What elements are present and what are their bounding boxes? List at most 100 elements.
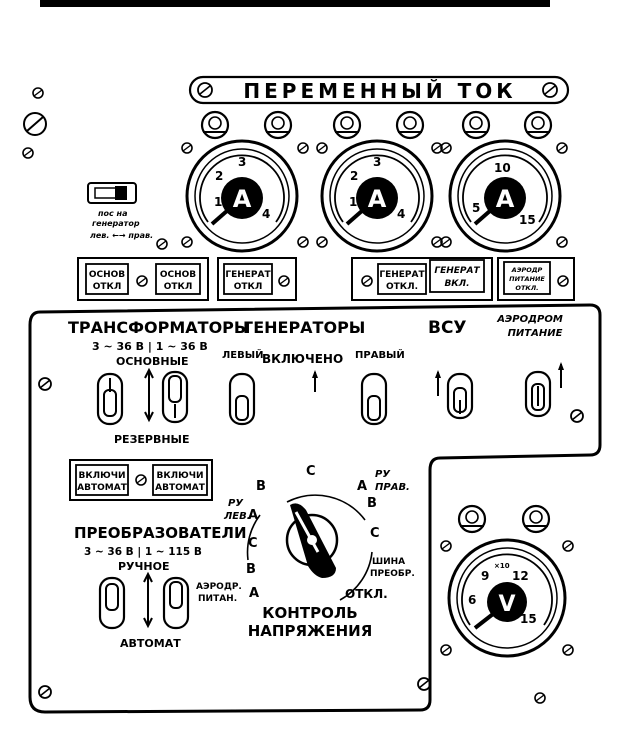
transformer-toggle-right[interactable] [161, 370, 189, 424]
meter-tick: 4 [262, 207, 270, 221]
meter-tick: 2 [350, 169, 358, 183]
meter-screws [181, 142, 568, 248]
meter-letter: A [233, 185, 252, 213]
airfield-power-off-button[interactable]: АЭРОДР ПИТАНИЕ ОТКЛ. [503, 261, 551, 295]
generator-left-label: ЛЕВЫЙ [222, 348, 264, 361]
airfield-power-toggle[interactable] [524, 370, 552, 418]
button-label: АВТОМАТ [77, 483, 128, 493]
generator-arrow [312, 370, 318, 392]
generator-right-toggle[interactable] [360, 372, 388, 426]
panel-screws [38, 377, 584, 699]
voltmeter-gauge: V 6 9 12 15 ×10 [447, 538, 567, 658]
transformers-main-label: ОСНОВНЫЕ [116, 355, 188, 368]
auto-on-button[interactable]: ВКЛЮЧИ АВТОМАТ [75, 464, 129, 496]
button-strip: ОСНОВ ОТКЛ ОСНОВ ОТКЛ ГЕНЕРАТ ОТКЛ ГЕНЕР… [77, 257, 575, 301]
lamp [457, 504, 487, 534]
apu-toggle[interactable] [446, 372, 474, 420]
generator-off-button[interactable]: ГЕНЕРАТ ОТКЛ. [377, 263, 427, 295]
selector-title: НАПРЯЖЕНИЯ [248, 622, 373, 640]
ammeter-gauge: A 1 2 3 4 [185, 139, 299, 253]
meter-tick: 1 [349, 195, 357, 209]
airfield-title: АЭРОДРОМ [496, 314, 563, 325]
meter-tick: 12 [512, 569, 529, 583]
generators-on-label: ВКЛЮЧЕНО [262, 352, 343, 366]
selector-position: А [249, 586, 259, 601]
ammeter-gauge: A 5 10 15 [448, 139, 562, 253]
meter-tick: 1 [214, 195, 222, 209]
transformer-toggle-left[interactable] [96, 372, 124, 426]
selector-caption: ПИТАН. [198, 594, 237, 604]
generator-off-button[interactable]: ГЕНЕРАТ ОТКЛ [223, 263, 273, 295]
meter-tick: 3 [373, 155, 381, 169]
auto-button-strip: ВКЛЮЧИ АВТОМАТ ВКЛЮЧИ АВТОМАТ [69, 459, 213, 501]
converter-arrow [143, 571, 153, 629]
meter-letter: A [496, 185, 515, 213]
lamp [332, 110, 362, 140]
selector-caption: ШИНА [372, 557, 405, 567]
button-label: ОСНОВ [160, 270, 196, 280]
airfield-title: ПИТАНИЕ [508, 328, 563, 339]
lamp [263, 110, 293, 140]
button-label: ВКЛЮЧИ [78, 471, 125, 481]
switch-caption: пос на [98, 209, 127, 218]
button-label: ОТКЛ. [515, 284, 538, 292]
converters-manual-label: РУЧНОЕ [118, 560, 170, 573]
converter-toggle-left[interactable] [98, 576, 126, 630]
voltage-selector[interactable] [246, 494, 373, 601]
auto-on-button[interactable]: ВКЛЮЧИ АВТОМАТ [152, 464, 208, 496]
button-label: АЭРОДР [511, 266, 543, 274]
generator-left-toggle[interactable] [228, 372, 256, 426]
top-black-bar [40, 0, 550, 7]
transformers-title: ТРАНСФОРМАТОРЫ [68, 318, 250, 337]
main-off-button[interactable]: ОСНОВ ОТКЛ [155, 263, 201, 295]
selector-position: С [306, 464, 316, 479]
button-label: ГЕНЕРАТ [225, 270, 271, 280]
lamp [521, 504, 551, 534]
converter-toggle-right[interactable] [162, 576, 190, 630]
voltmeter-lamps [440, 504, 574, 704]
apu-title: ВСУ [428, 318, 467, 338]
generator-select-switch[interactable]: пос на генератор лев. ←→ прав. [87, 182, 168, 250]
selector-position: С [370, 526, 380, 541]
selector-position: В [256, 479, 266, 494]
button-label: ОТКЛ [164, 282, 193, 292]
generators-title: ГЕНЕРАТОРЫ [243, 318, 365, 337]
panel-title: ПЕРЕМЕННЫЙ ТОК [243, 79, 516, 103]
generator-on-button[interactable]: ГЕНЕРАТ ВКЛ. [429, 259, 485, 293]
button-label: ОТКЛ [234, 282, 263, 292]
selector-caption: ЛЕВ. [223, 511, 251, 522]
meter-tick: 4 [397, 207, 405, 221]
ammeter-gauge: A 1 2 3 4 [320, 139, 434, 253]
lamp [523, 110, 553, 140]
title-plate: ПЕРЕМЕННЫЙ ТОК [188, 75, 570, 105]
selector-caption: ПРАВ. [375, 482, 410, 493]
selector-caption: РУ [375, 469, 391, 480]
top-left-screws [22, 87, 47, 159]
switch-caption: лев. ←→ прав. [90, 231, 153, 240]
transformers-voltage: 3 ~ 36 В | 1 ~ 36 В [92, 340, 208, 353]
selector-position: В [367, 496, 377, 511]
main-off-button[interactable]: ОСНОВ ОТКЛ [85, 263, 129, 295]
selector-position: В [246, 562, 256, 577]
button-label: ГЕНЕРАТ [434, 266, 480, 276]
meter-multiplier: ×10 [494, 562, 510, 570]
converters-title: ПРЕОБРАЗОВАТЕЛИ [74, 524, 247, 542]
meter-letter: V [498, 592, 515, 617]
lamp [200, 110, 230, 140]
main-panel-outline [28, 303, 602, 714]
button-label: ПИТАНИЕ [509, 275, 545, 283]
selector-position: С [248, 536, 258, 551]
meter-tick: 10 [494, 161, 511, 175]
switch-caption: генератор [92, 219, 140, 228]
meter-letter: A [368, 185, 387, 213]
selector-position: А [248, 508, 258, 523]
selector-caption: РУ [228, 498, 244, 509]
button-label: ВКЛ. [444, 279, 469, 289]
button-label: ОТКЛ [93, 282, 122, 292]
meter-tick: 6 [468, 593, 476, 607]
selector-position: А [357, 479, 367, 494]
meter-tick: 2 [215, 169, 223, 183]
selector-title: КОНТРОЛЬ [262, 604, 357, 622]
apu-arrow [435, 370, 441, 396]
